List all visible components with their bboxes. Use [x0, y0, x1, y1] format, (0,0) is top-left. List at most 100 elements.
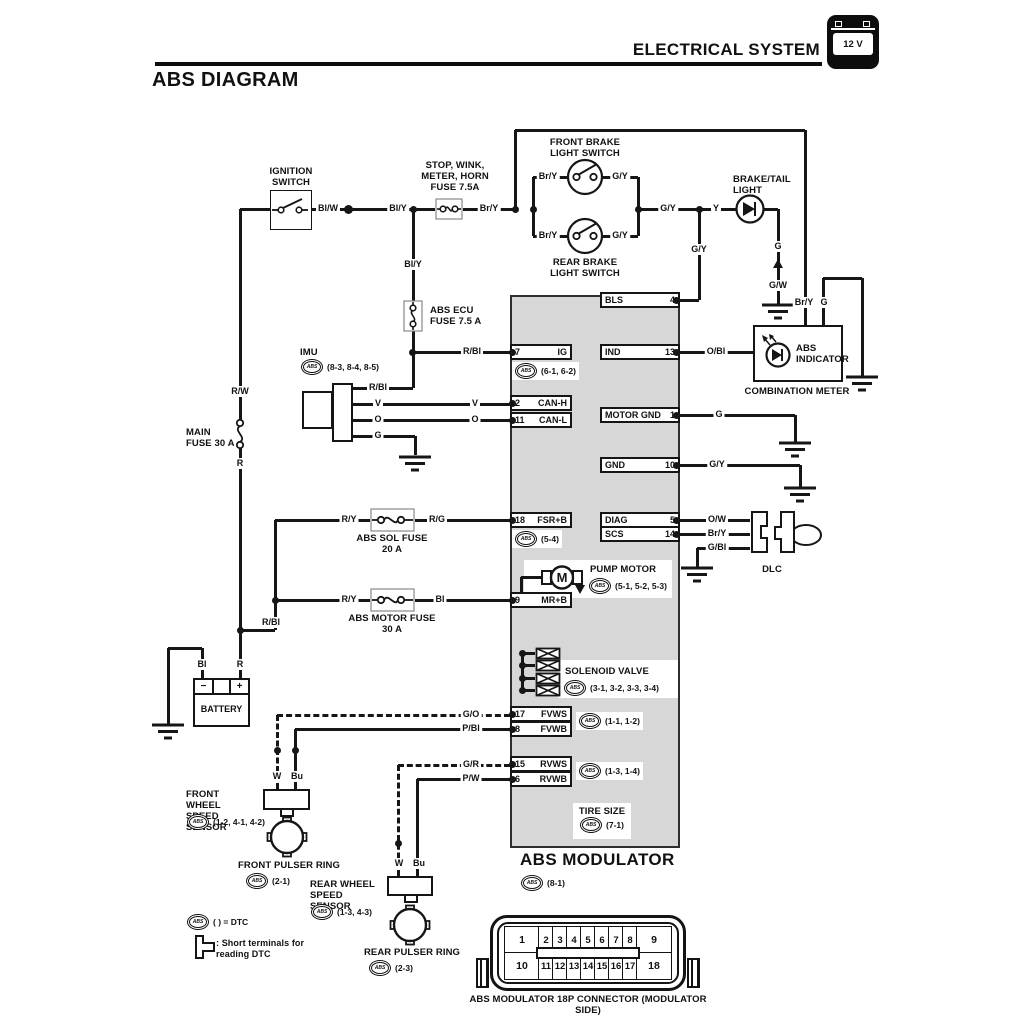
- pin-number: 14: [664, 529, 675, 539]
- fvw-dtc: ABS(1-1, 1-2): [576, 712, 643, 730]
- abs-ecu-fuse-label: ABS ECU FUSE 7.5 A: [430, 305, 482, 327]
- wire-junction-dot: [672, 348, 680, 356]
- pin-name: CAN-H: [538, 398, 567, 408]
- wire-segment: [520, 653, 524, 690]
- connector-side-tab: [687, 958, 700, 988]
- wire-label-pbl: P/Bl: [460, 723, 482, 734]
- abs-sol-fuse-icon: [370, 508, 415, 532]
- wire-label-bry-meter: Br/Y: [792, 297, 816, 308]
- imu-body: [302, 391, 333, 429]
- pin-name: FSR+B: [537, 515, 567, 525]
- wire-segment: [353, 418, 510, 422]
- wire-label-gy-main: G/Y: [658, 203, 678, 214]
- connector-18p-inner: 1 2 3 4 5 6 7 8 9 10 11 12 13 14 15 16 1…: [497, 922, 679, 984]
- dtc-text: (8-1): [547, 878, 565, 888]
- wire-junction-dot: [508, 516, 516, 524]
- battery-top-line: [831, 28, 875, 30]
- wire-label-ry-sol: R/Y: [339, 514, 359, 525]
- solenoid-valve-dtc: ABS(3-1, 3-2, 3-3, 3-4): [561, 679, 662, 697]
- pump-motor-icon: M: [541, 565, 583, 590]
- battery-mid: [214, 680, 229, 693]
- abs-icon: ABS: [303, 361, 321, 373]
- pin-name: RVWB: [539, 774, 567, 784]
- wire-junction-dot: [508, 760, 516, 768]
- pump-motor-label: PUMP MOTOR: [590, 564, 657, 575]
- front-brake-switch-icon: [566, 158, 604, 196]
- abs-icon: ABS: [189, 816, 207, 828]
- wire-segment: [776, 209, 780, 305]
- pin-number: 8: [515, 724, 521, 734]
- fsr-dtc: ABS (5-4): [512, 530, 562, 548]
- wire-junction-dot: [672, 411, 680, 419]
- imu-label: IMU: [300, 347, 318, 358]
- abs-icon: ABS: [581, 715, 599, 727]
- wire-label-g-tail: G: [772, 241, 784, 252]
- ground-icon: [846, 375, 878, 392]
- wire-segment: [398, 763, 510, 767]
- wire-segment: [763, 207, 778, 211]
- abs-icon: ABS: [517, 365, 535, 377]
- pin-number: 9: [515, 595, 521, 605]
- wire-junction-dot: [518, 661, 526, 669]
- rear-pulser-ring-icon: [389, 904, 431, 946]
- pin-number: 18: [515, 515, 526, 525]
- wire-label-bu-front: Bu: [289, 771, 305, 782]
- wire-label-fbs-in: Br/Y: [536, 171, 560, 182]
- abs-sol-fuse-rating: 20 A: [381, 544, 403, 555]
- wire-segment: [522, 676, 535, 680]
- imu-connector: [332, 383, 353, 442]
- imu-dtc: ABS (8-3, 8-4, 8-5): [298, 358, 382, 376]
- abs-sol-fuse-label: ABS SOL FUSE: [356, 533, 428, 544]
- abs-indicator-icon: [762, 334, 791, 368]
- wire-segment: [277, 713, 510, 717]
- wire-junction-dot: [529, 205, 537, 213]
- wire-junction-dot: [508, 725, 516, 733]
- wire-junction-dot: [508, 348, 516, 356]
- wire-label-rbs-out: G/Y: [610, 230, 630, 241]
- wire-segment: [680, 463, 800, 467]
- wire-label-gy-gnd: G/Y: [707, 459, 727, 470]
- wire-junction-dot: [511, 205, 519, 213]
- dtc-text: (3-1, 3-2, 3-3, 3-4): [590, 683, 659, 693]
- dlc-label: DLC: [762, 564, 782, 575]
- wire-segment: [238, 209, 242, 421]
- solenoid-valve-icon: [535, 672, 561, 685]
- wire-segment: [353, 434, 415, 438]
- pin-name: DIAG: [605, 515, 628, 525]
- dtc-text: (5-4): [541, 534, 559, 544]
- pump-motor-dtc: ABS(5-1, 5-2, 5-3): [586, 577, 670, 595]
- wire-segment: [413, 436, 417, 455]
- tire-size-patch: TIRE SIZE ABS(7-1): [573, 803, 631, 839]
- battery: − + BATTERY: [193, 678, 250, 727]
- wire-label-v-pin: V: [469, 398, 481, 409]
- wire-segment: [415, 518, 510, 522]
- dtc-text: (2-3): [395, 963, 413, 973]
- ig-dtc: ABS(6-1, 6-2): [512, 362, 579, 380]
- dtc-text: (1-3, 1-4): [605, 766, 640, 776]
- pin-number: 5: [670, 515, 675, 525]
- wire-segment: [522, 663, 535, 667]
- abs-icon: ABS: [517, 533, 535, 545]
- rvw-dtc: ABS(1-3, 1-4): [576, 762, 643, 780]
- wire-junction-dot: [343, 204, 353, 214]
- wire-segment: [860, 278, 864, 377]
- pin-name: SCS: [605, 529, 624, 539]
- wire-label-g-mgnd: G: [713, 409, 725, 420]
- abs-icon: ABS: [313, 906, 331, 918]
- wire-segment: [275, 518, 370, 522]
- wire-junction-dot: [695, 205, 703, 213]
- connector-key-slot: [536, 947, 640, 959]
- abs-icon: ABS: [582, 819, 601, 831]
- connector-pin: 1: [504, 926, 540, 954]
- pin-number: 17: [515, 709, 526, 719]
- brake-tail-light-icon: [735, 194, 765, 224]
- wire-label-r-bat: R: [234, 659, 246, 670]
- combination-meter-label: COMBINATION METER: [744, 386, 850, 397]
- motor-letter: M: [557, 570, 568, 585]
- wire-junction-dot: [672, 530, 680, 538]
